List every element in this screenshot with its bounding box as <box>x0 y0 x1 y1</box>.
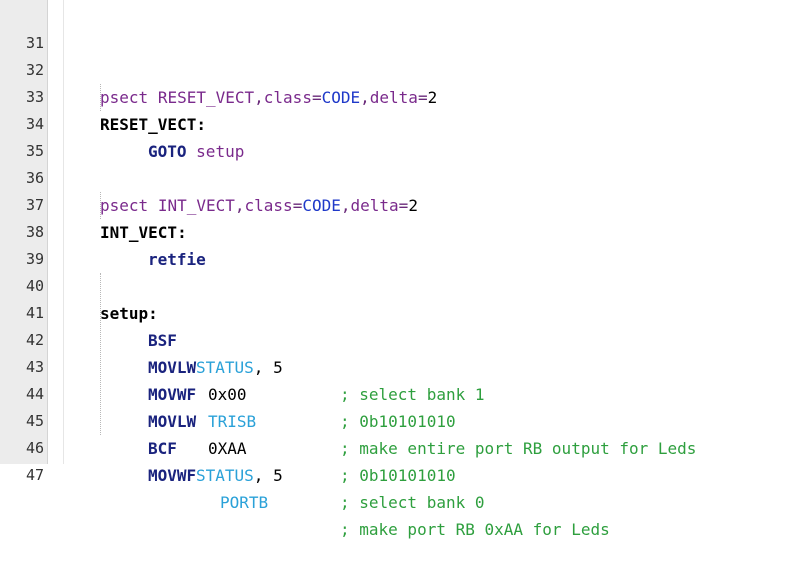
instruction-argument: setup <box>196 142 245 161</box>
directive-keyword: psect <box>100 88 149 107</box>
punctuation: , <box>234 196 245 215</box>
line-number: 46 <box>25 439 44 457</box>
operands: STATUS, 5 <box>196 354 283 381</box>
code-line[interactable]: 47 <box>0 435 800 484</box>
code-line[interactable]: 43 MOVWF TRISB ; make entire port RB out… <box>0 327 800 458</box>
code-line[interactable]: 31 <box>0 3 800 52</box>
code-line[interactable]: 37 INT_VECT: <box>0 165 800 242</box>
instruction: MOVWF <box>148 385 197 404</box>
line-number: 40 <box>25 277 44 295</box>
code-label: RESET_VECT: <box>100 115 206 134</box>
param-value: 2 <box>408 196 418 215</box>
code-comment: ; 0b10101010 <box>340 466 456 485</box>
register: PORTB <box>220 493 269 512</box>
register: TRISB <box>208 412 257 431</box>
code-line[interactable]: 46 MOVWF PORTB ; make port RB 0xAA for L… <box>0 408 800 539</box>
line-number: 41 <box>25 304 44 322</box>
line-number: 47 <box>25 466 44 484</box>
code-text: psect RESET_VECT,class=CODE,delta=2 <box>100 84 437 111</box>
line-number: 38 <box>25 223 44 241</box>
param-key: delta <box>369 88 418 107</box>
instruction: MOVLW <box>148 412 197 431</box>
param-value: CODE <box>302 196 341 215</box>
punctuation: , <box>360 88 370 107</box>
literal-value: 5 <box>273 358 283 377</box>
section-name: RESET_VECT <box>157 88 255 107</box>
punctuation: = <box>398 196 409 215</box>
param-value: CODE <box>321 88 361 107</box>
fold-margin <box>48 0 64 464</box>
punctuation: , <box>254 88 264 107</box>
punctuation: , <box>253 358 264 377</box>
code-line[interactable]: 36 psect INT_VECT,class=CODE,delta=2 <box>0 138 800 215</box>
punctuation: = <box>417 88 428 107</box>
param-key: class <box>263 88 312 107</box>
code-lines: 31 32 psect RESET_VECT,class=CODE,delta=… <box>0 3 800 539</box>
indent-guide <box>100 192 101 219</box>
instruction: MOVWF <box>148 466 197 485</box>
instruction: BCF <box>148 439 177 458</box>
code-comment: ; select bank 0 <box>340 493 485 512</box>
line-number: 33 <box>25 88 44 106</box>
line-number: 45 <box>25 412 44 430</box>
line-number: 36 <box>25 169 44 187</box>
literal-value: 0XAA <box>208 439 247 458</box>
code-comment: ; select bank 1 <box>340 385 485 404</box>
line-number: 39 <box>25 250 44 268</box>
param-key: delta <box>350 196 399 215</box>
code-line[interactable]: 40 setup: <box>0 246 800 323</box>
code-line[interactable]: 39 <box>0 219 800 268</box>
operands: STATUS, 5 <box>196 462 283 489</box>
code-label: setup: <box>100 304 158 323</box>
line-number: 34 <box>25 115 44 133</box>
indent-guide <box>100 273 101 435</box>
code-text: GOTO setup <box>148 138 244 165</box>
code-label: INT_VECT: <box>100 223 187 242</box>
code-comment: ; make entire port RB output for Leds <box>340 439 697 458</box>
line-number: 35 <box>25 142 44 160</box>
code-line[interactable]: 32 psect RESET_VECT,class=CODE,delta=2 <box>0 30 800 107</box>
register: STATUS <box>196 466 254 485</box>
punctuation: , <box>253 466 264 485</box>
literal-value: 5 <box>273 466 283 485</box>
literal-value: 0x00 <box>208 385 247 404</box>
code-line[interactable]: 34 GOTO setup <box>0 84 800 161</box>
code-line[interactable]: 35 <box>0 111 800 160</box>
param-value: 2 <box>427 88 438 107</box>
code-line[interactable]: 42 MOVLW 0x00 ; 0b10101010 <box>0 300 800 431</box>
line-number: 37 <box>25 196 44 214</box>
code-editor[interactable]: 31 32 psect RESET_VECT,class=CODE,delta=… <box>0 0 800 539</box>
code-line[interactable]: 33 RESET_VECT: <box>0 57 800 134</box>
code-comment: ; make port RB 0xAA for Leds <box>340 520 610 539</box>
param-key: class <box>244 196 293 215</box>
instruction: GOTO <box>148 142 187 161</box>
section-name: INT_VECT <box>157 196 235 215</box>
instruction: MOVLW <box>148 358 197 377</box>
code-line[interactable]: 44 MOVLW 0XAA ; 0b10101010 <box>0 354 800 485</box>
line-number: 43 <box>25 358 44 376</box>
line-number-gutter <box>0 0 48 464</box>
code-line[interactable]: 38 retfie <box>0 192 800 269</box>
punctuation: , <box>340 196 351 215</box>
code-line[interactable]: 41 BSF STATUS, 5 ; select bank 1 <box>0 273 800 404</box>
instruction: BSF <box>148 331 177 350</box>
line-number: 32 <box>25 61 44 79</box>
line-number: 42 <box>25 331 44 349</box>
line-number: 31 <box>25 34 44 52</box>
punctuation: = <box>292 196 303 215</box>
code-comment: ; 0b10101010 <box>340 412 456 431</box>
instruction: retfie <box>148 250 206 269</box>
line-number: 44 <box>25 385 44 403</box>
code-text: psect INT_VECT,class=CODE,delta=2 <box>100 192 418 219</box>
indent-guide <box>100 84 101 111</box>
punctuation: = <box>311 88 322 107</box>
directive-keyword: psect <box>100 196 149 215</box>
register: STATUS <box>196 358 254 377</box>
code-line[interactable]: 45 BCF STATUS, 5 ; select bank 0 <box>0 381 800 512</box>
